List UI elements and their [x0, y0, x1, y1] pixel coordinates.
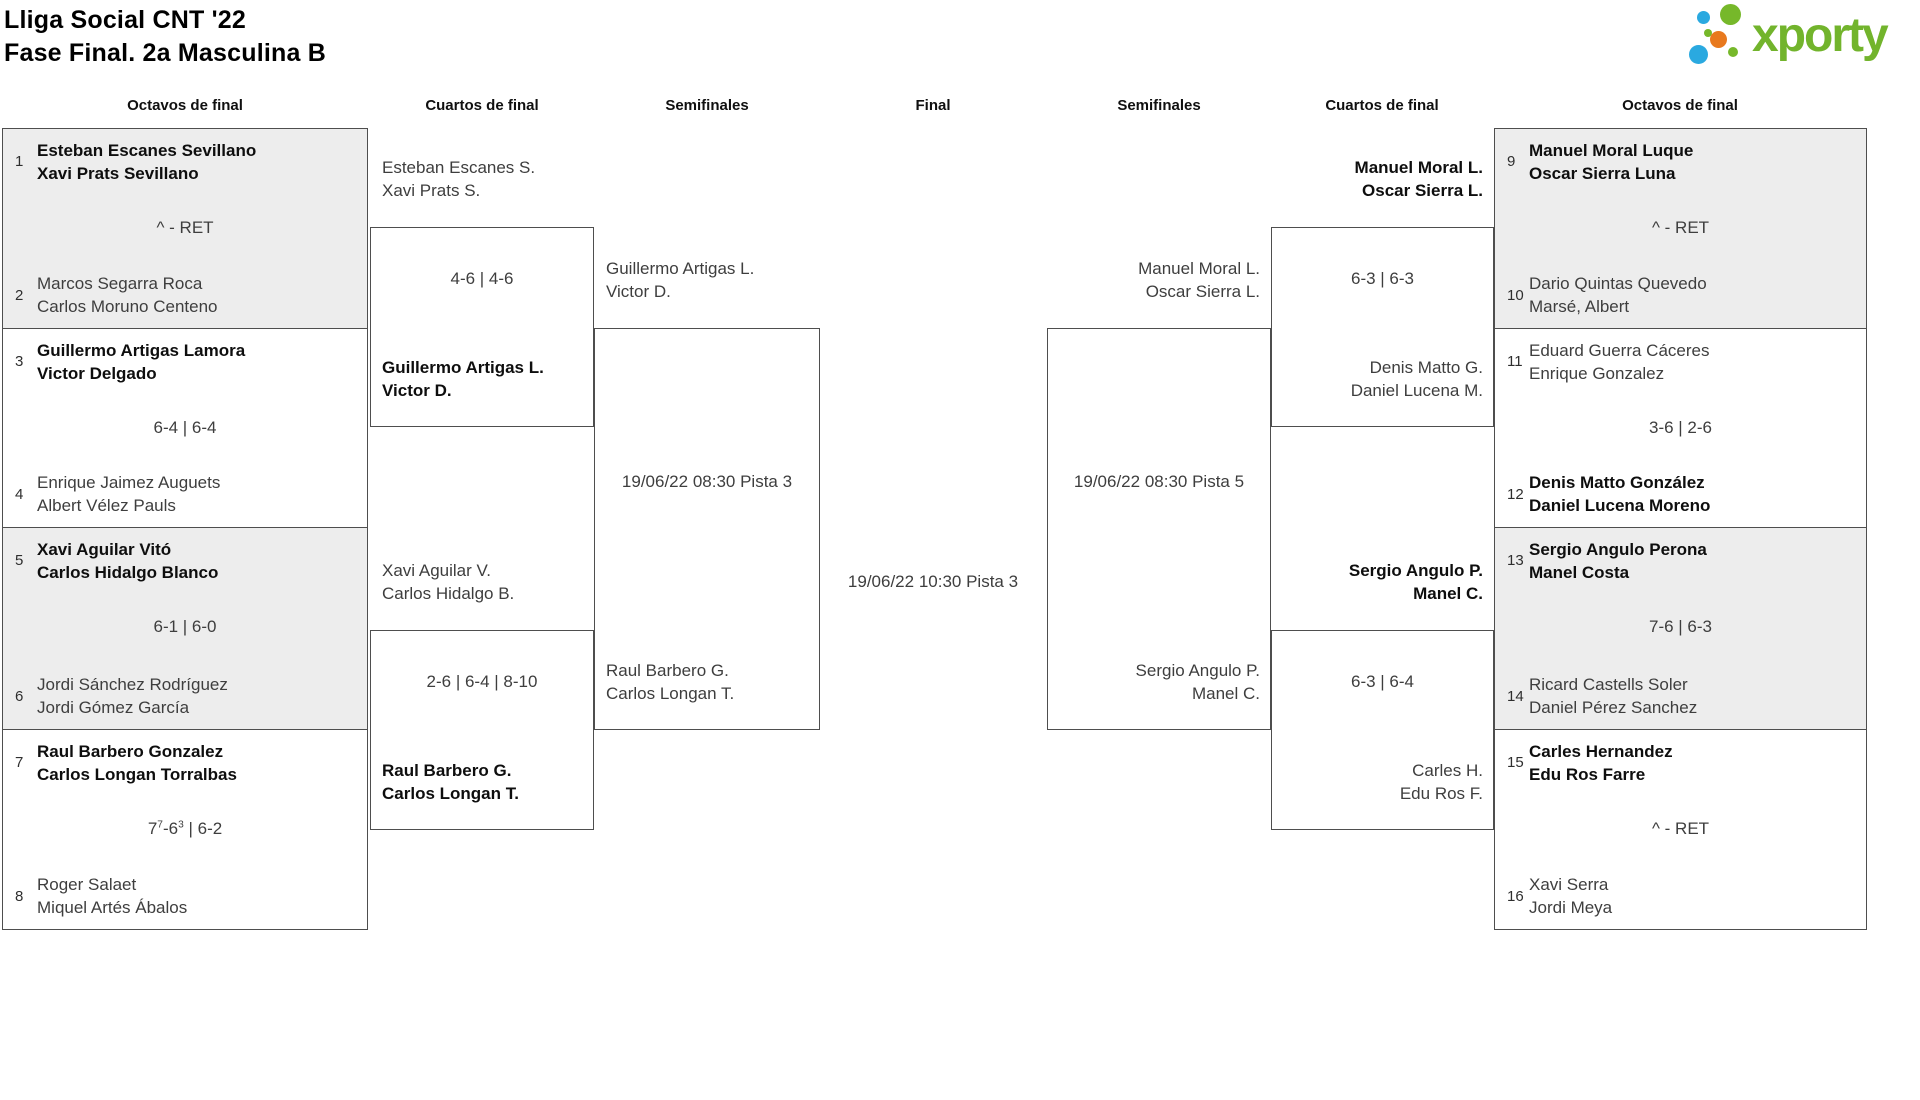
logo-wordmark: xporty — [1752, 9, 1889, 62]
xporty-logo[interactable]: xporty — [1685, 0, 1915, 80]
match-score: 6-3 | 6-4 — [1350, 672, 1414, 691]
column-header-cuartos-right: Cuartos de final — [1325, 97, 1439, 114]
column-header-cuartos-left: Cuartos de final — [425, 97, 539, 114]
seed-number: 16 — [1507, 888, 1524, 905]
team-name: Guillermo Artigas L.Victor D. — [382, 358, 544, 400]
match-score: ^ - RET — [156, 218, 214, 237]
seed-number: 8 — [15, 888, 24, 905]
match-semifinal-left[interactable]: Guillermo Artigas L.Victor D. 19/06/22 0… — [594, 259, 820, 730]
seed-number: 15 — [1507, 754, 1524, 771]
match-semifinal-right[interactable]: Manuel Moral L.Oscar Sierra L. 19/06/22 … — [1047, 259, 1271, 730]
match-score: 3-6 | 2-6 — [1648, 418, 1712, 437]
column-header-final: Final — [915, 97, 951, 114]
logo-dot-blue-small — [1697, 11, 1710, 24]
phase-name: Fase Final. 2a Masculina B — [4, 39, 326, 67]
seed-number: 4 — [15, 486, 24, 503]
team-name: Raul Barbero G.Carlos Longan T. — [606, 661, 735, 703]
match-score: 6-1 | 6-0 — [153, 617, 217, 636]
tournament-name: Lliga Social CNT '22 — [4, 6, 246, 34]
team-name: Carles H.Edu Ros F. — [1399, 761, 1483, 803]
match-score: 4-6 | 4-6 — [450, 269, 514, 288]
match-schedule: 19/06/22 08:30 Pista 3 — [621, 472, 793, 491]
seed-number: 7 — [15, 754, 24, 771]
match-schedule: 19/06/22 08:30 Pista 5 — [1073, 472, 1245, 491]
team-name: Guillermo Artigas L.Victor D. — [606, 259, 755, 301]
team-name: Denis Matto G.Daniel Lucena M. — [1350, 358, 1483, 400]
seed-number: 1 — [15, 153, 24, 170]
seed-number: 10 — [1507, 287, 1524, 304]
final-schedule: 19/06/22 10:30 Pista 3 — [847, 572, 1019, 591]
logo-dot-blue-large — [1689, 45, 1708, 64]
match-score: 6-4 | 6-4 — [153, 418, 217, 437]
match-score: 6-3 | 6-3 — [1350, 269, 1414, 288]
seed-number: 12 — [1507, 486, 1524, 503]
column-header-semis-right: Semifinales — [1117, 97, 1201, 114]
match-score: 2-6 | 6-4 | 8-10 — [426, 672, 538, 691]
column-header-semis-left: Semifinales — [665, 97, 749, 114]
column-header-octavos-right: Octavos de final — [1622, 97, 1738, 114]
match-quarterfinal-left-2[interactable]: Xavi Aguilar V.Carlos Hidalgo B. 2-6 | 6… — [370, 561, 594, 830]
seed-number: 11 — [1507, 353, 1523, 370]
match-score: ^ - RET — [1651, 819, 1710, 838]
team-name: Sergio Angulo P.Manel C. — [1135, 661, 1260, 703]
logo-dot-green-tiny — [1704, 29, 1712, 37]
team-name: Manuel Moral L.Oscar Sierra L. — [1138, 259, 1260, 301]
team-name: Manuel Moral L.Oscar Sierra L. — [1354, 158, 1483, 200]
team-name: Xavi Aguilar V.Carlos Hidalgo B. — [382, 561, 515, 603]
match-score: 7-6 | 6-3 — [1648, 617, 1712, 636]
logo-dot-green-small — [1728, 47, 1738, 57]
seed-number: 9 — [1507, 153, 1516, 170]
seed-number: 6 — [15, 688, 24, 705]
seed-number: 2 — [15, 287, 24, 304]
team-name: Raul Barbero G.Carlos Longan T. — [382, 761, 519, 803]
match-quarterfinal-right-1[interactable]: Manuel Moral L.Oscar Sierra L. 6-3 | 6-3… — [1271, 158, 1494, 427]
seed-number: 3 — [15, 353, 24, 370]
page-title: Lliga Social CNT '22 Fase Final. 2a Masc… — [4, 4, 326, 70]
seed-number: 5 — [15, 552, 24, 569]
match-score: 77-63 | 6-2 — [147, 819, 223, 838]
match-quarterfinal-right-2[interactable]: Sergio Angulo P.Manel C. 6-3 | 6-4 Carle… — [1271, 561, 1494, 830]
match-score: ^ - RET — [1651, 218, 1710, 237]
seed-number: 13 — [1507, 552, 1524, 569]
team-name: Sergio Angulo P.Manel C. — [1348, 561, 1483, 603]
logo-dot-orange — [1710, 31, 1727, 48]
seed-number: 14 — [1507, 688, 1524, 705]
team-name: Esteban Escanes S.Xavi Prats S. — [382, 158, 536, 200]
logo-dot-green-large — [1720, 4, 1741, 25]
match-quarterfinal-left-1[interactable]: Esteban Escanes S.Xavi Prats S. 4-6 | 4-… — [370, 158, 594, 427]
column-header-octavos-left: Octavos de final — [127, 97, 243, 114]
